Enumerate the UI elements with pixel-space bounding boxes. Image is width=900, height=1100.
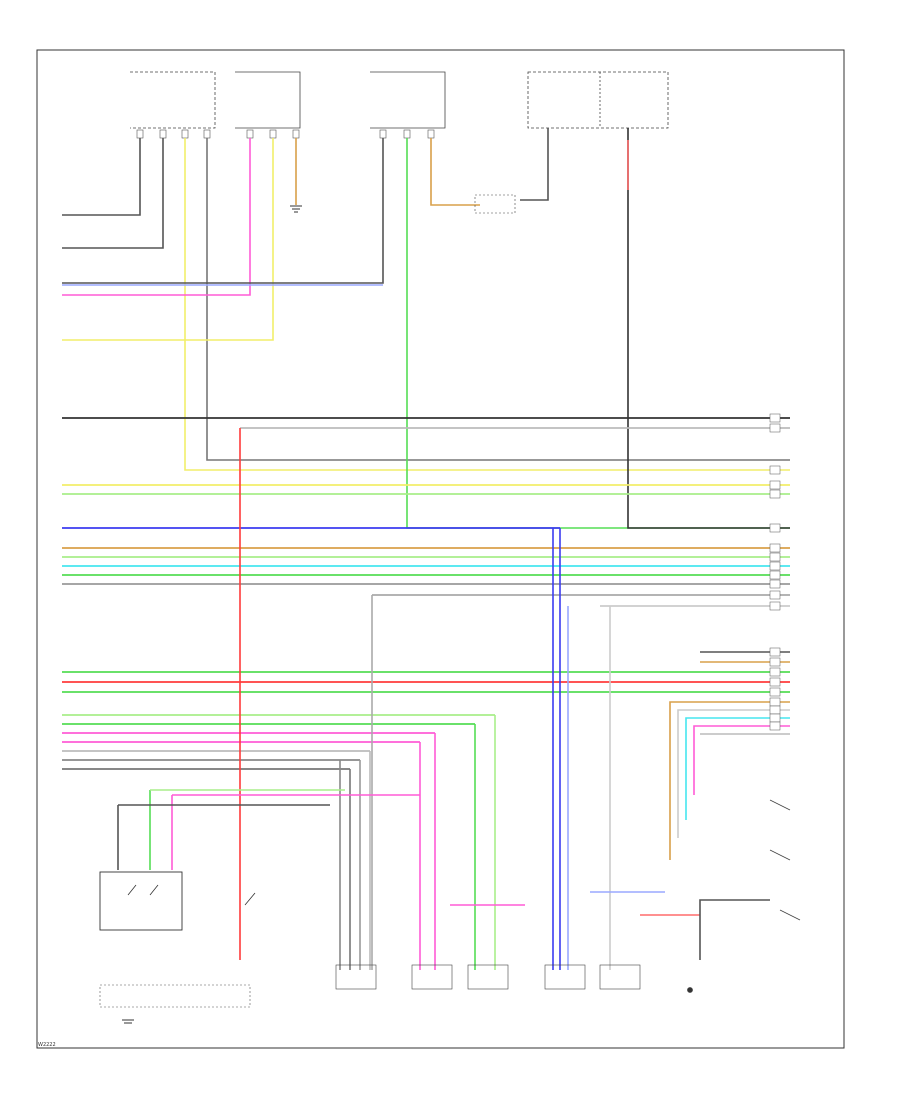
- vertical-wires-top: [62, 128, 790, 529]
- switch-icon: [127, 884, 256, 906]
- fuse-relay-box: [527, 71, 669, 129]
- module-box-3: [370, 71, 446, 129]
- ground-icon: [290, 205, 302, 213]
- diagram-frame: [36, 49, 845, 1049]
- right-connector-column: [769, 413, 781, 731]
- right-switch-group: [687, 799, 801, 993]
- right-side-wires: [669, 651, 790, 860]
- module-box-2: [235, 71, 301, 129]
- switch-module: [99, 871, 256, 1024]
- sensor-box: [474, 194, 516, 214]
- diagram-code: W2222: [38, 1042, 56, 1048]
- horizontal-bus: [62, 417, 790, 770]
- ground-icon: [122, 1019, 134, 1024]
- top-components: [130, 71, 669, 129]
- module-box-1: [130, 71, 216, 129]
- vertical-wires-bottom: [117, 428, 770, 970]
- connector-icon: [335, 964, 641, 990]
- top-connector-pins: [136, 129, 435, 139]
